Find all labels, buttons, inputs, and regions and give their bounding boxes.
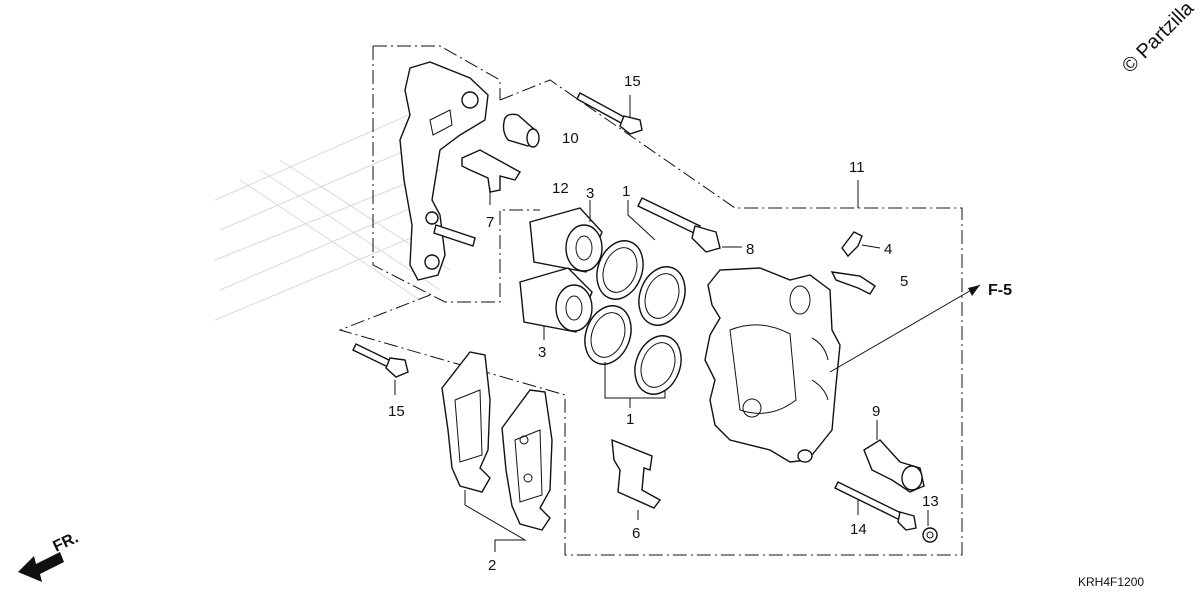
- copyright-watermark: © Partzilla: [1118, 0, 1199, 78]
- pad-retainer-part-6: [611, 438, 662, 509]
- callout-15-upper: 15: [624, 73, 641, 90]
- caliper-body-part-11: [704, 267, 841, 463]
- front-arrow-icon: [18, 552, 64, 582]
- piston-seals-part-1: [584, 240, 686, 395]
- bolt-15-upper: [576, 92, 643, 135]
- callout-13: 13: [922, 493, 939, 510]
- callout-1-upper: 1: [622, 183, 630, 200]
- direction-label: FR.: [51, 529, 82, 555]
- pin-bolt-part-8: [637, 197, 721, 253]
- piston-upper-part-3: [529, 207, 603, 273]
- diagram-code: KRH4F1200: [1078, 575, 1144, 589]
- callout-11: 11: [849, 159, 865, 176]
- boot-part-10: [502, 113, 540, 148]
- callout-leaders: [394, 95, 981, 552]
- front-direction-indicator: FR.: [18, 529, 81, 582]
- callout-3-lower: 3: [538, 344, 546, 361]
- bleeder-screw-part-4: [841, 231, 863, 258]
- callout-9: 9: [872, 403, 880, 420]
- callout-labels: 15 10 12 3 1 7 8 4 5 11 F-5 3 15 1 9 13 …: [388, 73, 1012, 574]
- bleeder-cap-part-5: [830, 271, 876, 295]
- reference-label: F-5: [988, 282, 1012, 299]
- callout-3-upper: 3: [586, 185, 594, 202]
- callout-5: 5: [900, 273, 908, 290]
- callout-2: 2: [488, 557, 496, 574]
- sleeve-part-9: [863, 439, 925, 493]
- washer-part-13: [922, 527, 938, 543]
- bolt-15-lower: [352, 343, 409, 378]
- pad-spring-part-7: [461, 149, 521, 193]
- callout-12: 12: [552, 180, 569, 197]
- callout-10: 10: [562, 130, 579, 147]
- callout-15-lower: 15: [388, 403, 405, 420]
- callout-4: 4: [884, 241, 892, 258]
- callout-7: 7: [486, 214, 494, 231]
- caliper-bracket: [399, 61, 489, 281]
- callout-6: 6: [632, 525, 640, 542]
- callout-14: 14: [850, 521, 867, 538]
- callout-1-lower: 1: [626, 411, 634, 428]
- brake-pads-part-2: [441, 351, 553, 531]
- pin-part-14: [834, 481, 917, 531]
- assembly-boundaries: [338, 45, 963, 556]
- piston-lower-part-3: [519, 267, 593, 333]
- callout-8: 8: [746, 241, 754, 258]
